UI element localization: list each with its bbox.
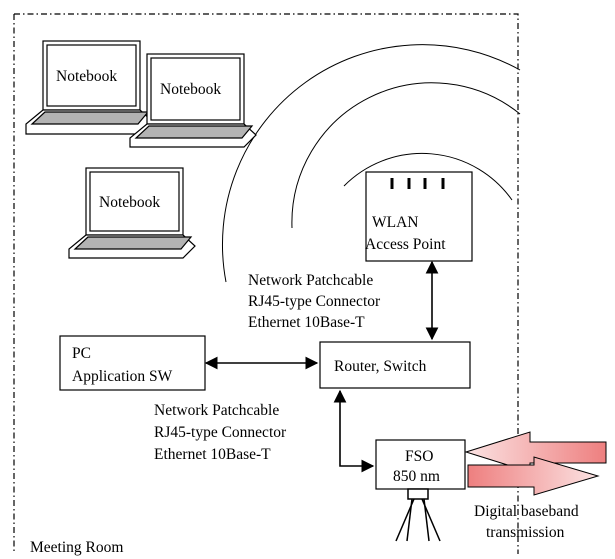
outgoing-beam-arrow — [467, 456, 600, 496]
cable-upper-line1: Network Patchcable — [248, 272, 373, 289]
router-label: Router, Switch — [334, 358, 427, 375]
pc-label-line1: PC — [72, 345, 91, 362]
pc-label-line2: Application SW — [72, 368, 173, 385]
wlan-access-point: WLAN Access Point — [365, 171, 473, 262]
cable-lower-line2: RJ45-type Connector — [154, 424, 287, 441]
antenna-icon — [390, 178, 445, 189]
notebook-icon — [25, 40, 153, 135]
notebook-label: Notebook — [99, 194, 160, 211]
tripod-icon — [395, 488, 441, 542]
wlan-label-line2: Access Point — [365, 236, 446, 253]
router-fso-link — [333, 389, 375, 473]
notebook-icon — [68, 167, 196, 259]
cable-lower-line3: Ethernet 10Base-T — [154, 446, 271, 463]
fso-label-line2: 850 nm — [393, 468, 440, 485]
fso-label-line1: FSO — [405, 448, 433, 465]
wlan-label-line1: WLAN — [372, 214, 419, 231]
pc-box — [59, 335, 206, 391]
wlan-coverage-arcs — [221, 44, 521, 283]
cable-lower-line1: Network Patchcable — [154, 402, 279, 419]
cable-upper-line3: Ethernet 10Base-T — [248, 314, 365, 331]
router-switch-box — [319, 341, 471, 389]
transmission-label-line1: Digital baseband — [474, 503, 579, 520]
notebook-label: Notebook — [160, 81, 221, 98]
cable-upper-line2: RJ45-type Connector — [248, 293, 381, 310]
notebook-label: Notebook — [56, 68, 117, 85]
meeting-room-boundary — [13, 13, 519, 554]
notebook-icon — [129, 53, 257, 148]
connection-arrows — [204, 260, 439, 473]
meeting-room-label: Meeting Room — [30, 539, 123, 556]
transmission-label-line2: transmission — [486, 524, 565, 541]
